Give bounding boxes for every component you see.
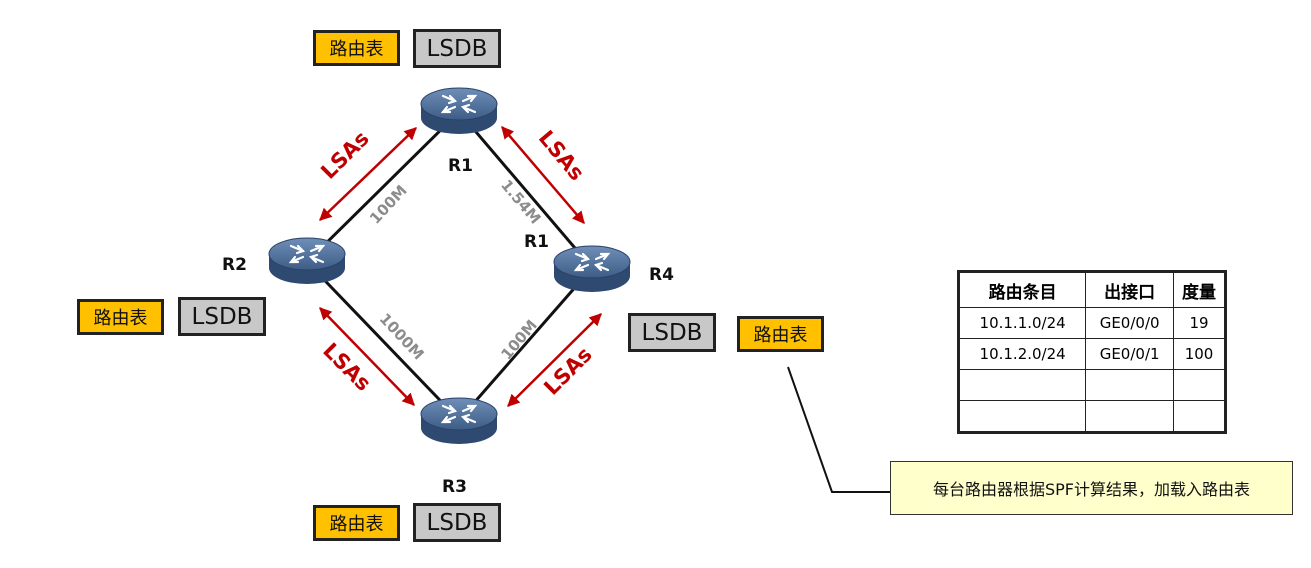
table-cell xyxy=(1085,400,1175,433)
link-label-r3-r4: 100M xyxy=(497,316,541,363)
table-cell xyxy=(1173,369,1226,401)
router-label-r2: R2 xyxy=(222,255,247,275)
router-r1-icon xyxy=(419,86,499,136)
table-row: 10.1.2.0/24 GE0/0/1 100 xyxy=(957,338,1226,370)
table-cell xyxy=(957,369,1087,401)
table-cell xyxy=(957,400,1087,433)
link-label-r1-r2: 100M xyxy=(366,182,411,228)
router-r3-icon xyxy=(419,396,499,446)
table-cell: GE0/0/0 xyxy=(1085,307,1175,339)
routing-table-box-r4: 路由表 xyxy=(737,316,824,352)
routing-table-box-r3: 路由表 xyxy=(313,505,400,541)
lsdb-box-r4: LSDB xyxy=(628,313,716,352)
table-cell: 19 xyxy=(1173,307,1226,339)
router-r4-icon xyxy=(552,244,632,294)
table-header-route: 路由条目 xyxy=(957,271,1087,308)
lsa-arrow-r1-r4 xyxy=(501,126,585,224)
table-cell: 10.1.2.0/24 xyxy=(957,338,1087,370)
link-label-r2-r3: 1000M xyxy=(376,310,428,364)
router-r2-icon xyxy=(267,236,347,286)
table-header-metric: 度量 xyxy=(1173,271,1226,308)
table-header-row: 路由条目 出接口 度量 xyxy=(957,271,1226,308)
router-label-r4: R4 xyxy=(649,265,674,285)
routing-table-box-r1: 路由表 xyxy=(313,30,400,66)
lsa-label-r1-r4: LSAs xyxy=(534,126,589,185)
table-cell: GE0/0/1 xyxy=(1085,338,1175,370)
table-cell xyxy=(1173,400,1226,433)
spf-note: 每台路由器根据SPF计算结果，加载入路由表 xyxy=(890,461,1293,515)
lsdb-box-r1: LSDB xyxy=(413,29,501,68)
table-cell: 100 xyxy=(1173,338,1226,370)
link-r1-r2 xyxy=(305,110,461,264)
link-r2-r3 xyxy=(305,260,461,422)
callout-line xyxy=(787,366,890,493)
lsa-arrow-r1-r2 xyxy=(319,127,417,221)
router-label-r4-extra: R1 xyxy=(524,232,549,252)
lsa-label-r3-r4: LSAs xyxy=(539,342,596,399)
table-row xyxy=(957,400,1226,433)
table-cell xyxy=(1085,369,1175,401)
routing-table-box-r2: 路由表 xyxy=(77,299,164,335)
routing-table: 路由条目 出接口 度量 10.1.1.0/24 GE0/0/0 19 10.1.… xyxy=(957,270,1227,434)
router-label-r1: R1 xyxy=(448,156,473,176)
lsdb-box-r2: LSDB xyxy=(178,297,266,336)
table-row: 10.1.1.0/24 GE0/0/0 19 xyxy=(957,307,1226,339)
table-header-interface: 出接口 xyxy=(1085,271,1175,308)
lsa-arrows xyxy=(319,126,602,407)
lsa-arrow-r2-r3 xyxy=(319,307,415,406)
lsdb-box-r3: LSDB xyxy=(413,503,501,542)
table-cell: 10.1.1.0/24 xyxy=(957,307,1087,339)
lsa-label-r2-r3: LSAs xyxy=(318,338,375,395)
lsa-arrow-r3-r4 xyxy=(507,313,602,407)
router-label-r3: R3 xyxy=(442,477,467,497)
table-row xyxy=(957,369,1226,401)
